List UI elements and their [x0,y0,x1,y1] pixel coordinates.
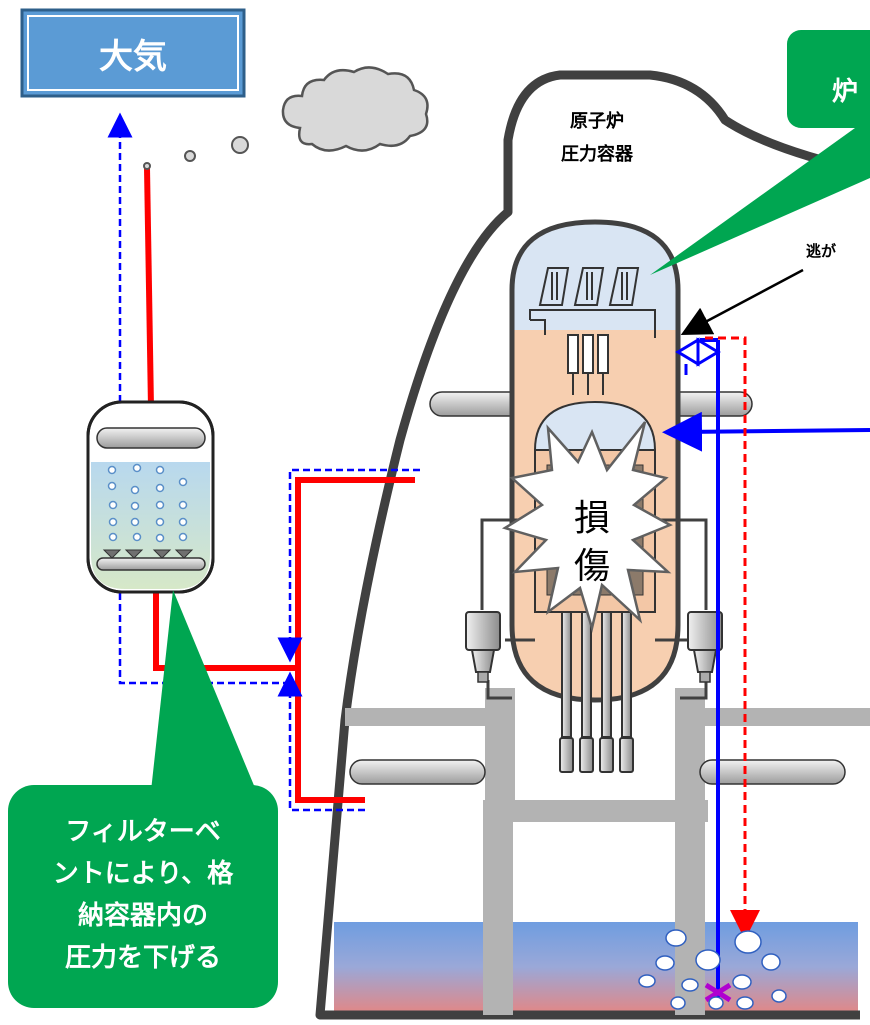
damage-burst-icon [501,421,673,633]
bubble-icon [638,929,787,1010]
cloud-icon [281,66,429,152]
control-rod-drives [559,611,634,773]
steam-flow-arrow [705,336,760,940]
filter-vent-note-line2: ントにより、格 [53,858,234,889]
relief-valve-label: 逃が [806,242,837,260]
relief-valve-pointer-arrow [680,268,804,336]
vent-stack-pipe [144,167,154,409]
exhaust-puffs [143,136,249,170]
filter-vessel [86,400,215,594]
filter-vent-callout: フィルターベ ントにより、格 納容器内の 圧力を下げる [8,590,278,1008]
recirculation-pump-right [687,611,723,683]
atmosphere-label: 大気 [99,37,167,77]
horizontal-pipe-upper [429,391,753,417]
filter-vent-note-line3: 納容器内の [78,900,208,931]
pedestal-structure [345,688,870,1015]
injection-line [662,411,870,452]
core-callout-label: 炉 [832,77,858,107]
recirculation-loop-right [655,518,708,700]
core-callout: 炉 [650,30,870,275]
damage-label-line2: 傷 [574,546,610,587]
horizontal-pipe-lower [349,759,846,785]
exhaust-flow-arrow [107,112,290,685]
containment-vessel-wall [315,70,870,1020]
damage-label-line1: 損 [574,498,610,539]
vent-flow-arrow-up [277,671,365,812]
spray-nozzle-icon [704,982,732,1003]
steam-dryer [529,267,656,338]
atmosphere-box: 大気 [20,8,246,98]
steam-separators [567,334,609,395]
reactor-vessel-label-line2: 圧力容器 [561,143,634,165]
vent-pipe-to-filter [153,590,298,671]
reactor-vessel-label-line1: 原子炉 [570,110,624,132]
filter-vent-note-line4: 圧力を下げる [65,943,221,973]
recirculation-pump-left [465,611,501,683]
filter-vent-note-line1: フィルターベ [65,817,220,847]
vent-flow-arrow-down [277,468,420,663]
relief-valve-icon [675,337,721,375]
